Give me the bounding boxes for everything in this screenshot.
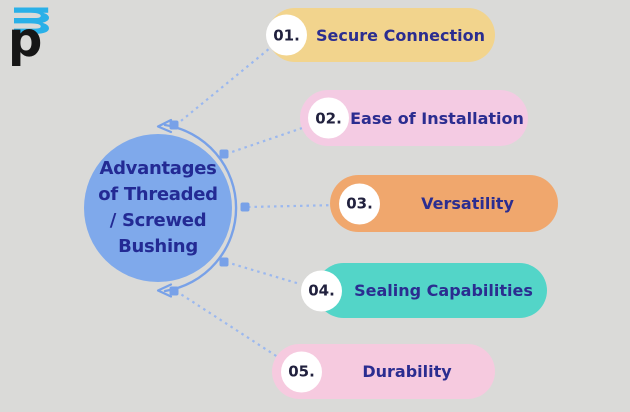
advantage-pill-4: 04. Sealing Capabilities (301, 263, 547, 318)
advantage-pill-5: 05. Durability (272, 344, 495, 399)
advantage-pill-3: 03. Versatility (330, 175, 558, 232)
hub-circle: Advantages of Threaded / Screwed Bushing (84, 134, 232, 282)
advantage-label-1: Secure Connection (316, 25, 485, 45)
spoke-line-5 (175, 290, 285, 362)
arc-node-4 (219, 257, 229, 267)
brand-logo: m p (0, 4, 70, 68)
number-badge-1: 01. (266, 14, 307, 56)
advantage-label-4: Sealing Capabilities (354, 281, 533, 300)
hub-title-line: / Screwed (109, 210, 207, 231)
number-badge-5: 05. (281, 351, 322, 392)
arc-node-1 (169, 120, 179, 130)
number-badge-2: 02. (308, 97, 349, 139)
hub-arc (163, 123, 238, 293)
hub-title-line: Bushing (118, 236, 198, 257)
spoke-line-4 (225, 260, 301, 286)
spoke-line-1 (175, 47, 271, 126)
logo-letter-p: p (8, 12, 43, 68)
arc-arrow-bottom-icon (156, 283, 173, 298)
advantage-label-5: Durability (362, 362, 452, 381)
hub-title-line: Advantages (99, 158, 217, 179)
advantage-label-2: Ease of Installation (350, 108, 524, 128)
advantage-pill-2: 02. Ease of Installation (300, 90, 528, 146)
advantage-label-3: Versatility (421, 194, 514, 213)
arc-arrow-top-icon (156, 118, 173, 134)
arc-node-2 (219, 149, 229, 159)
hub-title-line: of Threaded (98, 184, 218, 205)
arc-node-5 (169, 286, 179, 296)
number-badge-4: 04. (301, 270, 342, 311)
number-badge-3: 03. (339, 183, 380, 224)
advantage-pill-1: 01. Secure Connection (266, 8, 495, 62)
arc-node-3 (240, 202, 250, 212)
spoke-line-2 (225, 123, 312, 156)
spoke-line-3 (247, 203, 340, 209)
